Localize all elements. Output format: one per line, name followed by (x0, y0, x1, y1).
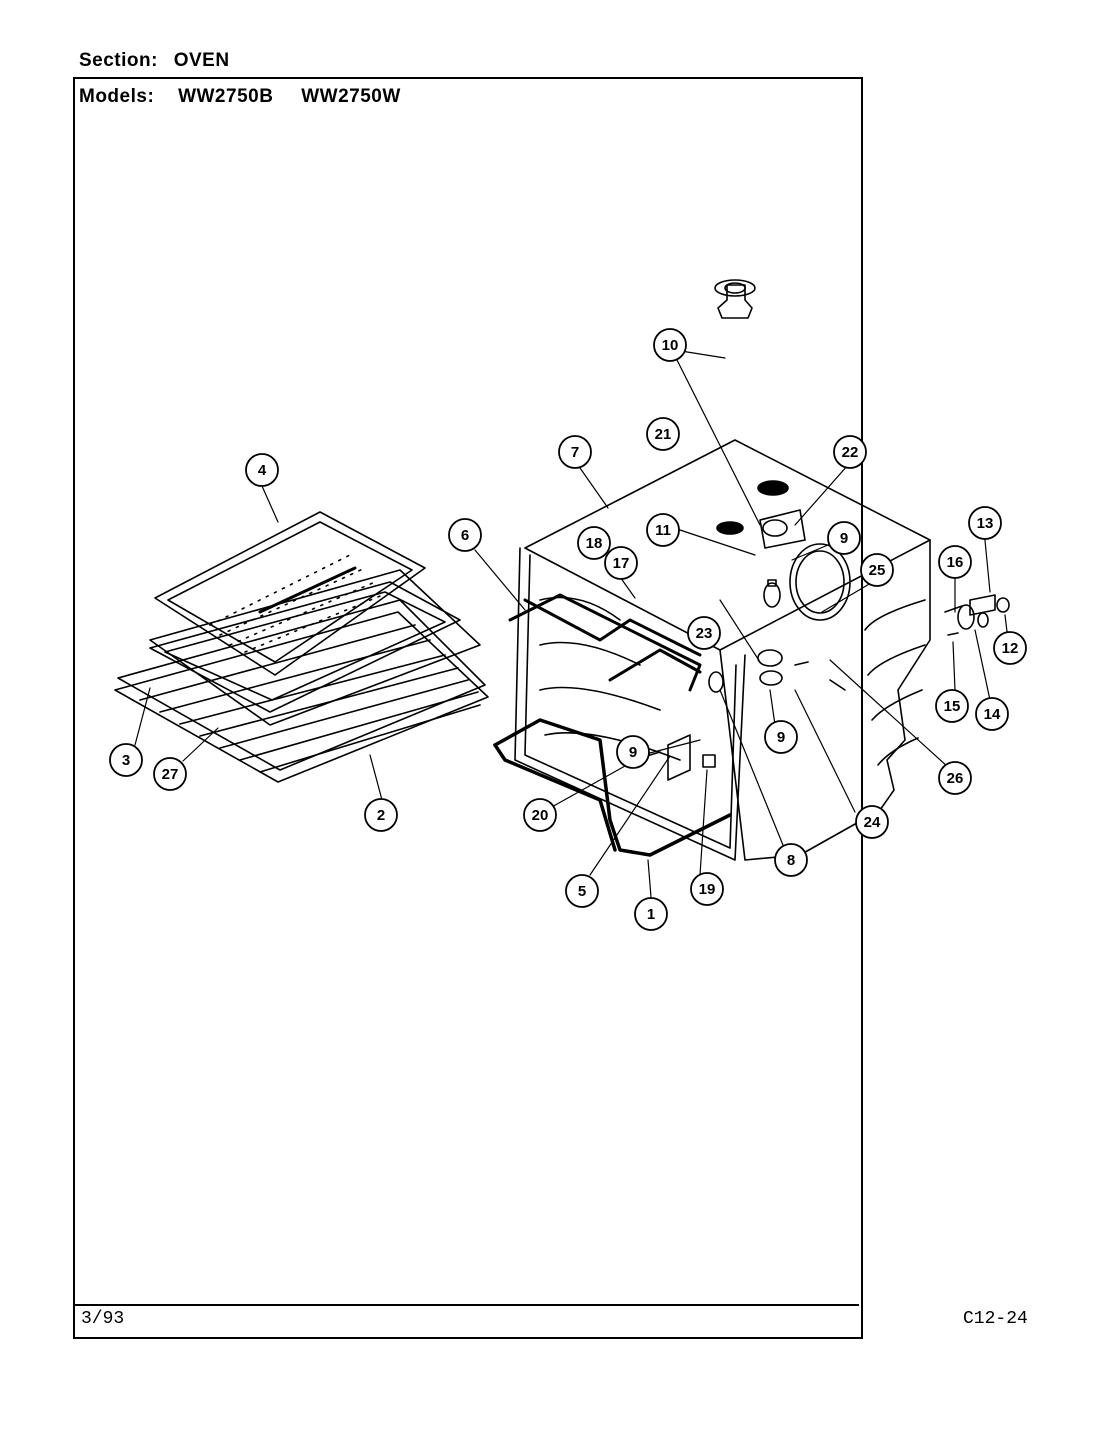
callout-number: 3 (122, 752, 130, 769)
callout-number: 25 (869, 562, 886, 579)
callout-circle (827, 521, 861, 555)
callout-number: 20 (532, 807, 549, 824)
callout-number: 22 (842, 444, 859, 461)
callout-number: 26 (947, 770, 964, 787)
callout-circle (565, 874, 599, 908)
callout-circle (245, 453, 279, 487)
callout-number: 7 (571, 444, 579, 461)
callout-number: 23 (696, 625, 713, 642)
section-header: Section: OVEN (79, 50, 230, 72)
callout-number: 21 (655, 426, 672, 443)
callout-number: 1 (647, 906, 655, 923)
oven-rack (114, 569, 489, 783)
callout-number: 9 (777, 729, 785, 746)
callout-number: 17 (613, 555, 630, 572)
callout-number: 9 (629, 744, 637, 761)
callout-number: 19 (699, 881, 716, 898)
callout-number: 11 (655, 522, 671, 539)
callout-circle (153, 757, 187, 791)
callout-number: 5 (578, 883, 586, 900)
callout-circle (616, 735, 650, 769)
broil-element (508, 593, 702, 692)
callout-number: 10 (662, 337, 679, 354)
callout-number: 8 (787, 852, 795, 869)
callout-circle (968, 506, 1002, 540)
bake-element (493, 718, 732, 857)
callout-circle (935, 689, 969, 723)
section-label: Section: (79, 50, 158, 71)
callout-number: 18 (586, 535, 603, 552)
footer-code: C12-24 (963, 1309, 1028, 1329)
callout-circle (448, 518, 482, 552)
models-header: Models: WW2750B WW2750W (79, 86, 401, 108)
oven-liner (514, 439, 931, 861)
callout-number: 24 (864, 814, 881, 831)
callout-number: 16 (947, 554, 964, 571)
callout-circle (764, 720, 798, 754)
callout-circle (577, 526, 611, 560)
callout-number: 2 (377, 807, 385, 824)
callout-number: 12 (1002, 640, 1019, 657)
callout-circle (364, 798, 398, 832)
callout-circle (855, 805, 889, 839)
callout-circle (993, 631, 1027, 665)
callout-group: 1234567899910111213141516171819202122232… (109, 328, 1027, 931)
callout-circle (774, 843, 808, 877)
callout-circle (653, 328, 687, 362)
callout-circle (938, 545, 972, 579)
callout-number: 27 (162, 766, 179, 783)
callout-number: 6 (461, 527, 469, 544)
callout-circle (646, 417, 680, 451)
callout-circle (938, 761, 972, 795)
callout-circle (690, 872, 724, 906)
callout-circle (646, 513, 680, 547)
callout-circle (833, 435, 867, 469)
callout-circle (634, 897, 668, 931)
callout-circle (109, 743, 143, 777)
callout-circle (523, 798, 557, 832)
callout-number: 9 (840, 530, 848, 547)
section-value: OVEN (173, 50, 230, 71)
broil-pan (154, 511, 426, 676)
callout-number: 14 (984, 706, 1001, 723)
callout-circle (604, 546, 638, 580)
footer-divider (73, 1304, 859, 1306)
leader-lines (134, 347, 1009, 898)
model-number: WW2750B (178, 86, 274, 107)
broil-pan-insert (149, 581, 461, 713)
callout-number: 4 (258, 462, 267, 479)
callout-number: 13 (977, 515, 994, 532)
callout-circle (975, 697, 1009, 731)
callout-circle (558, 435, 592, 469)
callout-number: 15 (944, 698, 961, 715)
callout-circle (860, 553, 894, 587)
footer-date: 3/93 (81, 1309, 125, 1329)
model-number: WW2750W (301, 86, 401, 107)
diagram-frame (73, 77, 863, 1339)
models-label: Models: (79, 86, 155, 107)
callout-circle (687, 616, 721, 650)
